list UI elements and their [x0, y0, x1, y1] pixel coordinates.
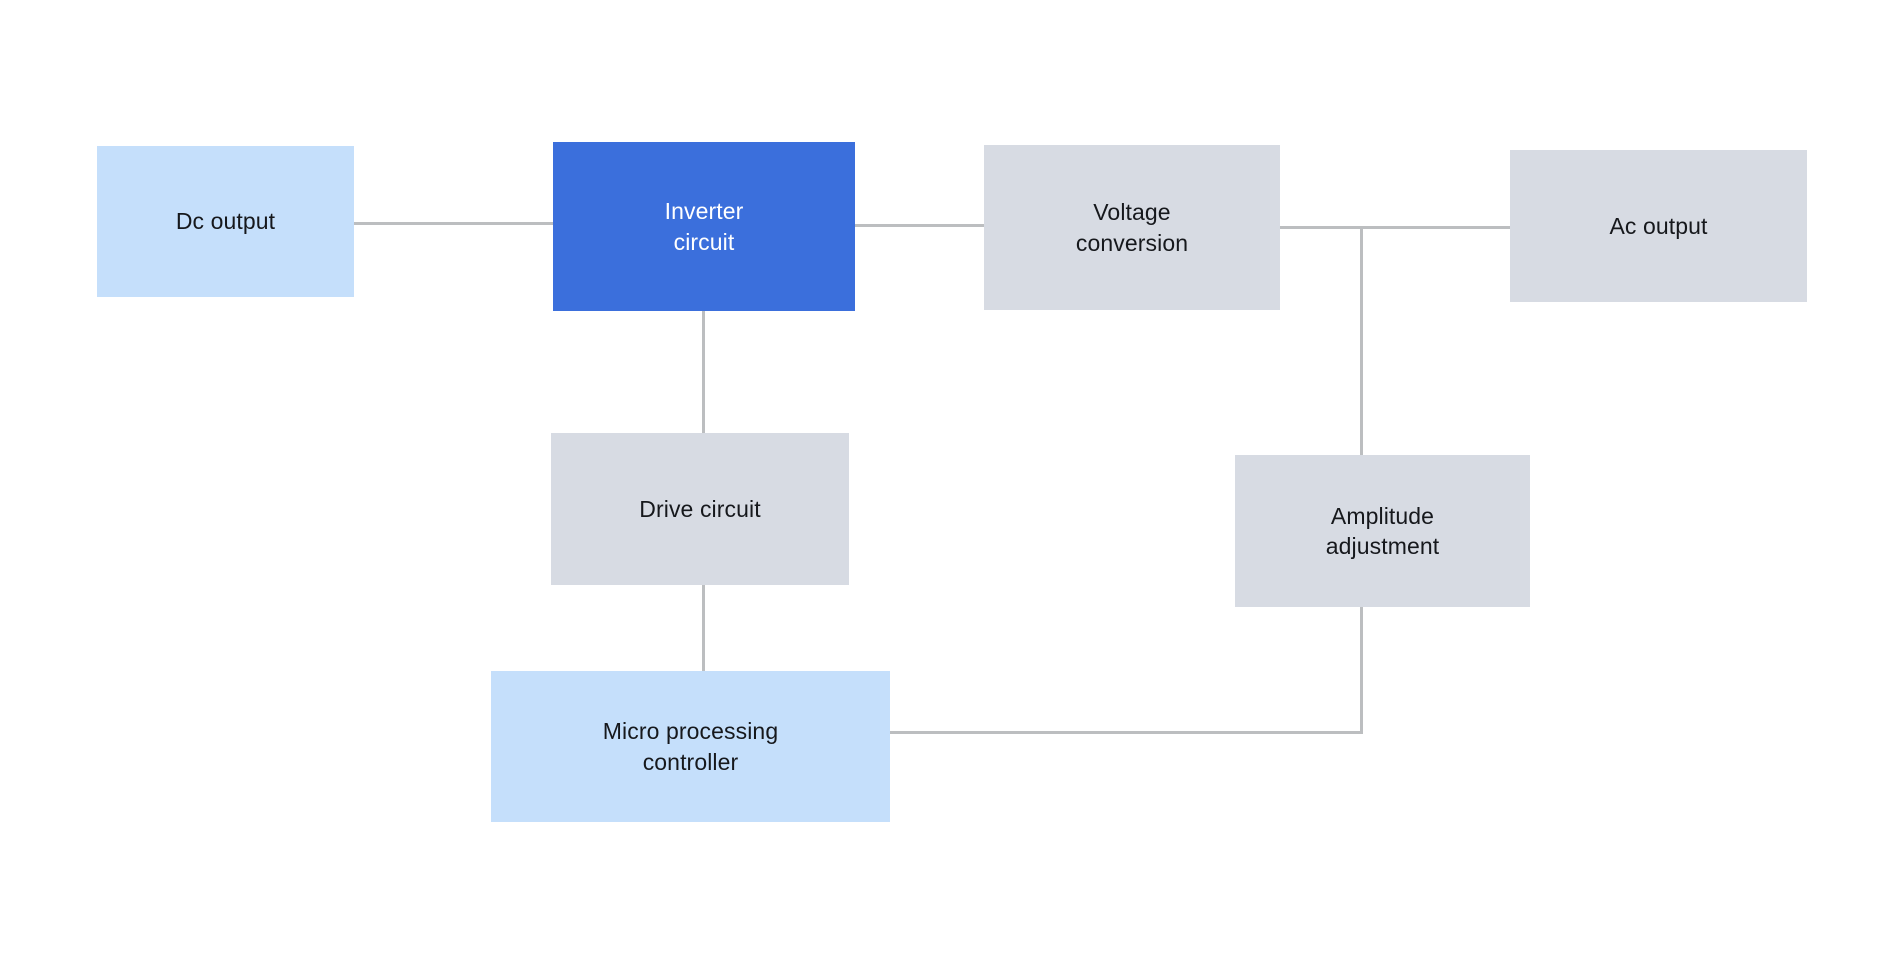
node-micro-processing-controller-label: Micro processing controller — [602, 718, 779, 775]
node-ac-output[interactable]: Ac output — [1510, 150, 1807, 302]
node-ac-output-label: Ac output — [1609, 212, 1708, 239]
edge-dc-output-to-inverter-circuit — [354, 222, 553, 225]
node-amplitude-adjustment[interactable]: Amplitude adjustment — [1235, 455, 1530, 607]
node-drive-circuit-label: Drive circuit — [639, 495, 761, 522]
node-voltage-conversion-label: Voltage conversion — [1075, 199, 1189, 256]
node-inverter-circuit[interactable]: Inverter circuit — [553, 142, 855, 311]
edge-voltage-conversion-branch-to-amplitude-adjustment — [1360, 226, 1363, 455]
edge-drive-circuit-to-micro-processing-controller — [702, 585, 705, 671]
node-drive-circuit[interactable]: Drive circuit — [551, 433, 849, 585]
node-inverter-circuit-label: Inverter circuit — [664, 198, 744, 255]
node-dc-output[interactable]: Dc output — [97, 146, 354, 297]
node-micro-processing-controller[interactable]: Micro processing controller — [491, 671, 890, 822]
edge-inverter-circuit-to-drive-circuit — [702, 311, 705, 433]
node-dc-output-label: Dc output — [175, 208, 276, 235]
edge-inverter-circuit-to-voltage-conversion — [855, 224, 984, 227]
node-amplitude-adjustment-label: Amplitude adjustment — [1325, 502, 1440, 559]
edge-voltage-conversion-to-ac-output — [1280, 226, 1510, 229]
edge-micro-processing-controller-riser-to-amplitude-adjustment — [1360, 607, 1363, 734]
edge-micro-processing-controller-to-amplitude-adjustment — [890, 731, 1363, 734]
node-voltage-conversion[interactable]: Voltage conversion — [984, 145, 1280, 310]
